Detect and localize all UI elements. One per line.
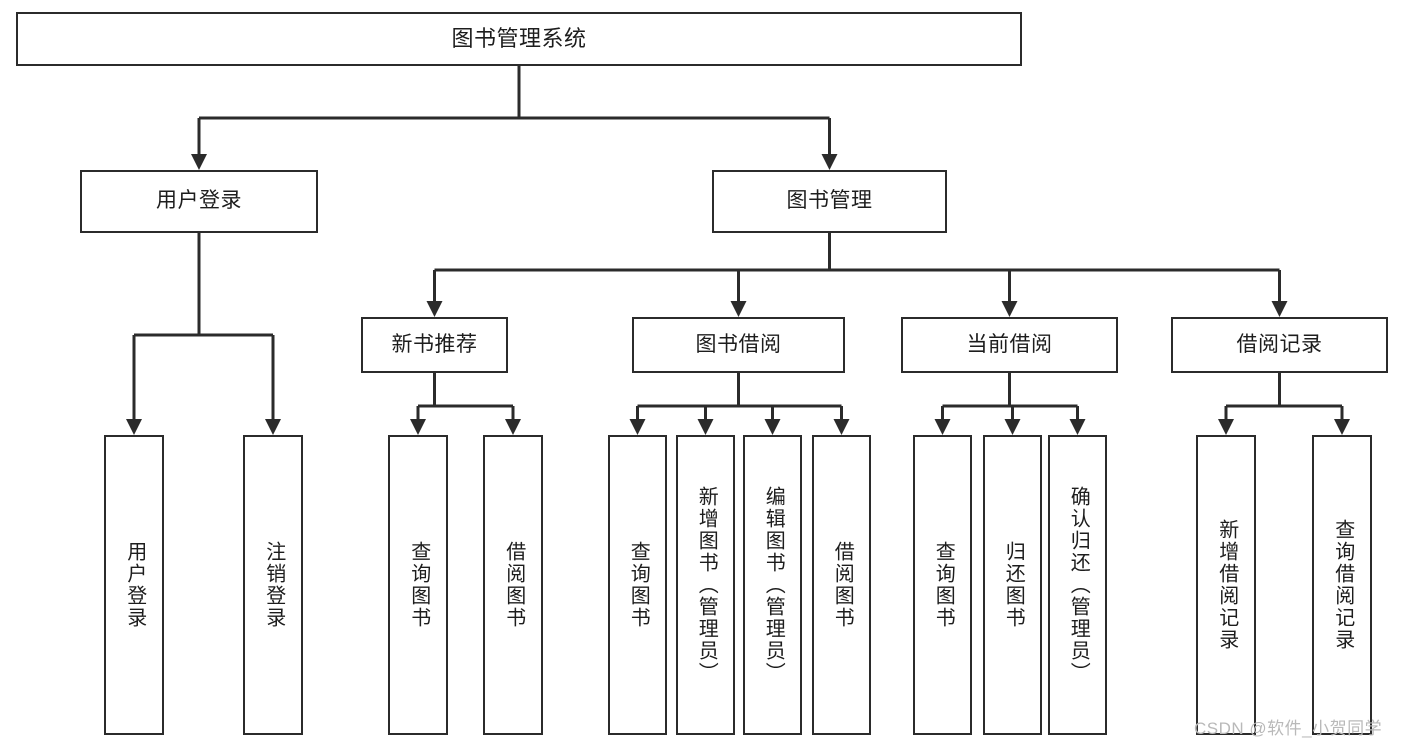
node-label: 查询借阅记录 [1331, 519, 1354, 651]
node-label: 确认归还（管理员） [1067, 486, 1090, 684]
node-label: 查询图书 [932, 541, 955, 629]
node-label: 新书推荐 [391, 332, 478, 356]
node-l2-book-manage[interactable]: 图书管理 [712, 170, 947, 233]
arrowhead-icon [1334, 419, 1350, 435]
node-label: 借阅图书 [502, 541, 525, 629]
node-label: 借阅记录 [1236, 332, 1323, 356]
node-label: 查询图书 [627, 541, 650, 629]
node-label: 图书借阅 [695, 332, 782, 356]
node-label: 用户登录 [123, 541, 146, 629]
arrowhead-icon [191, 154, 207, 170]
node-leaf-confirm-return[interactable]: 确认归还（管理员） [1048, 435, 1107, 735]
node-label: 图书管理 [786, 189, 873, 213]
arrowhead-icon [1218, 419, 1234, 435]
arrowhead-icon [697, 419, 714, 435]
node-root[interactable]: 图书管理系统 [16, 12, 1022, 66]
arrowhead-icon [764, 419, 781, 435]
arrowhead-icon [821, 154, 838, 170]
node-leaf-add-book[interactable]: 新增图书（管理员） [676, 435, 735, 735]
node-leaf-return-book[interactable]: 归还图书 [983, 435, 1042, 735]
node-label: 新增借阅记录 [1215, 519, 1238, 651]
edge-group-l3-borrow-record [1218, 373, 1350, 435]
edge-group-l2-user-login [126, 233, 281, 435]
node-leaf-borrow-book-1[interactable]: 借阅图书 [483, 435, 543, 735]
node-leaf-query-record[interactable]: 查询借阅记录 [1312, 435, 1372, 735]
edge-group-l3-new-book-rec [410, 373, 521, 435]
arrowhead-icon [629, 419, 646, 435]
arrowhead-icon [1271, 301, 1288, 317]
node-label: 新增图书（管理员） [695, 486, 718, 684]
arrowhead-icon [505, 419, 521, 435]
arrowhead-icon [410, 419, 426, 435]
node-l3-new-book-rec[interactable]: 新书推荐 [361, 317, 508, 373]
node-l3-current-borrow[interactable]: 当前借阅 [901, 317, 1118, 373]
node-leaf-query-book-1[interactable]: 查询图书 [388, 435, 448, 735]
node-leaf-user-login[interactable]: 用户登录 [104, 435, 164, 735]
edge-group-l3-current-borrow [934, 373, 1086, 435]
node-leaf-query-book-2[interactable]: 查询图书 [608, 435, 667, 735]
node-label: 编辑图书（管理员） [762, 486, 785, 684]
node-leaf-logout[interactable]: 注销登录 [243, 435, 303, 735]
node-label: 归还图书 [1002, 541, 1025, 629]
node-l3-book-borrow[interactable]: 图书借阅 [632, 317, 845, 373]
node-label: 用户登录 [156, 189, 242, 213]
watermark-text: CSDN @软件_小贺同学 [1194, 719, 1383, 738]
arrowhead-icon [1004, 419, 1021, 435]
node-leaf-add-record[interactable]: 新增借阅记录 [1196, 435, 1256, 735]
node-label: 查询图书 [407, 541, 430, 629]
arrowhead-icon [126, 419, 142, 435]
node-leaf-query-book-3[interactable]: 查询图书 [913, 435, 972, 735]
node-label: 当前借阅 [966, 332, 1053, 356]
node-label: 借阅图书 [831, 541, 854, 629]
arrowhead-icon [1069, 419, 1086, 435]
node-l2-user-login[interactable]: 用户登录 [80, 170, 318, 233]
node-label: 注销登录 [262, 541, 285, 629]
arrowhead-icon [833, 419, 850, 435]
edge-group-l2-book-manage [426, 233, 1288, 317]
arrowhead-icon [426, 301, 443, 317]
arrowhead-icon [265, 419, 281, 435]
arrowhead-icon [730, 301, 747, 317]
node-l3-borrow-record[interactable]: 借阅记录 [1171, 317, 1388, 373]
edge-group-l3-book-borrow [629, 373, 850, 435]
node-leaf-edit-book[interactable]: 编辑图书（管理员） [743, 435, 802, 735]
arrowhead-icon [1001, 301, 1018, 317]
node-leaf-borrow-book-2[interactable]: 借阅图书 [812, 435, 871, 735]
edge-group-root [191, 66, 838, 170]
node-label: 图书管理系统 [451, 26, 587, 52]
arrowhead-icon [934, 419, 951, 435]
